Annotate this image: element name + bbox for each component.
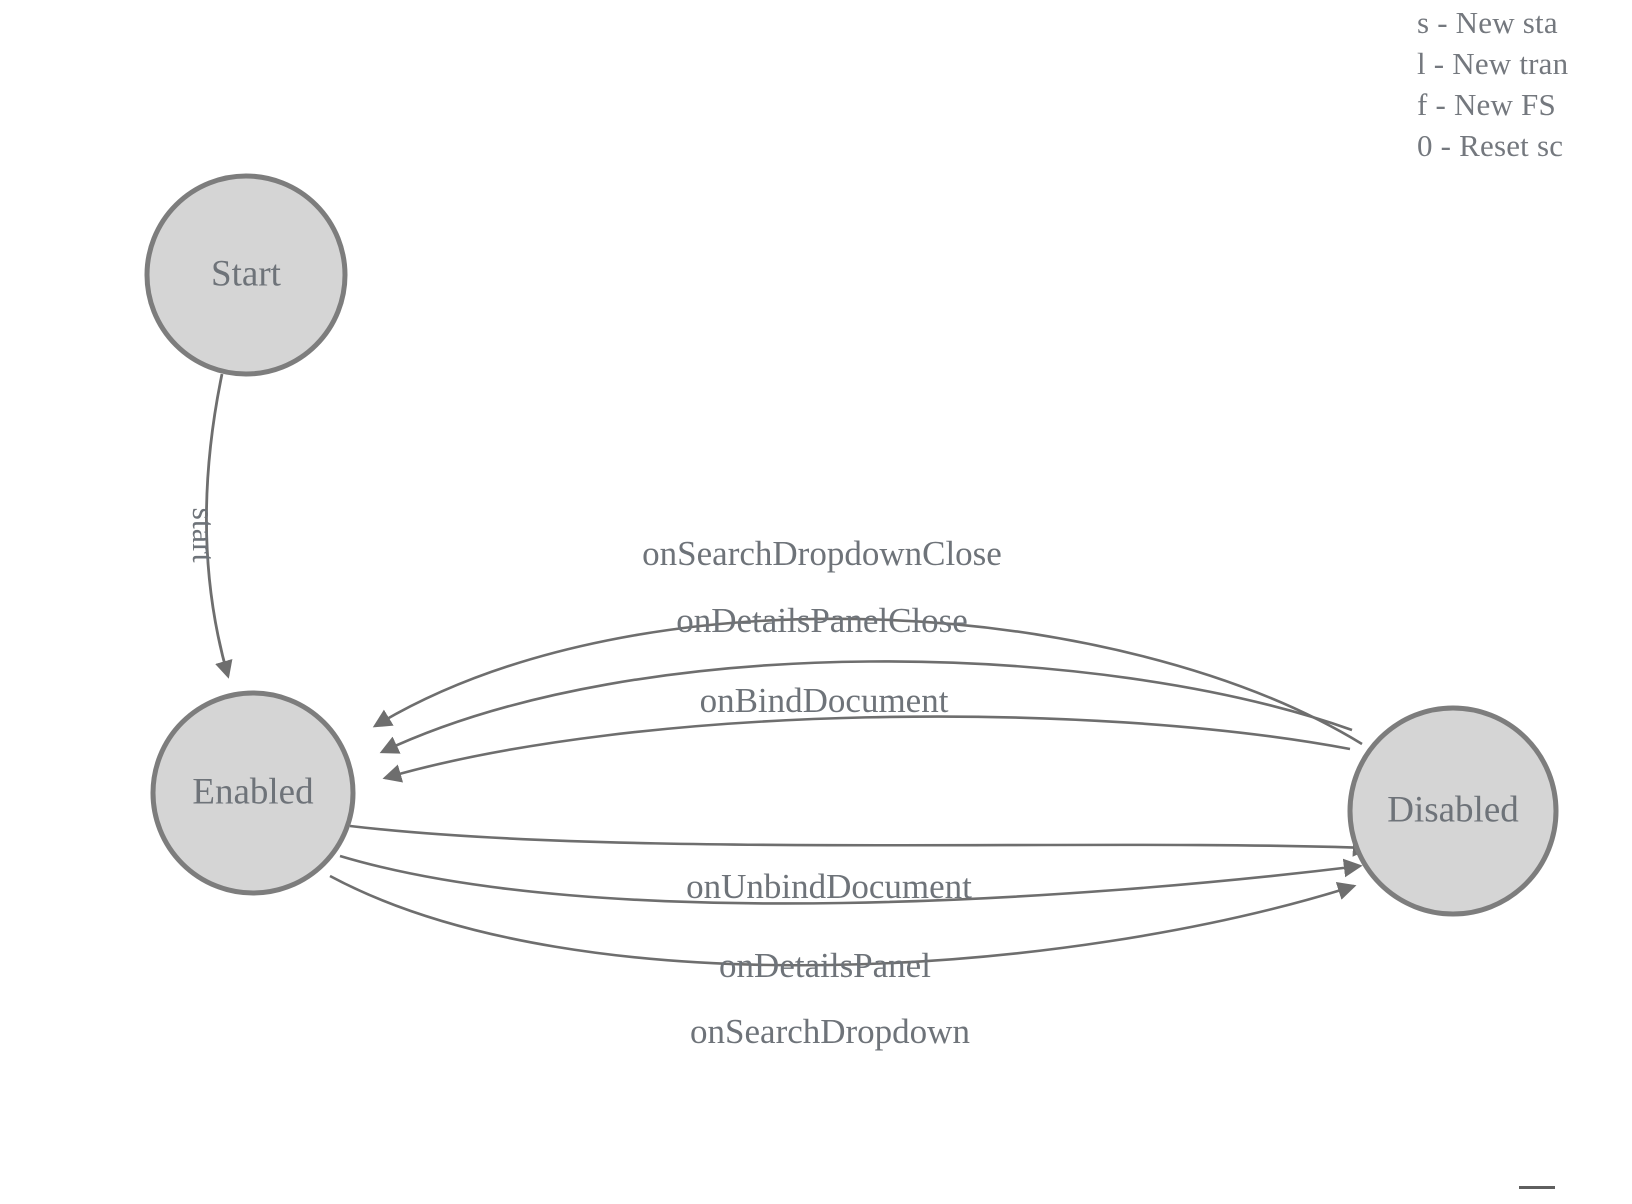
legend-line-reset-scale: 0 - Reset sc [1417,128,1564,163]
state-circle-disabled[interactable] [1347,705,1559,917]
state-label-enabled: Enabled [192,771,314,812]
keyboard-shortcut-legend: s - New sta l - New tran f - New FS 0 - … [1417,0,1632,166]
state-label-disabled: Disabled [1387,789,1519,830]
legend-line-new-transition: l - New tran [1417,46,1569,81]
state-node-disabled[interactable]: Disabled [1347,705,1559,917]
edge-group-enabled-to-disabled [329,824,1372,967]
edge-on-unbind-document[interactable] [349,824,1372,857]
state-label-start: Start [211,253,282,294]
bottom-edge-marker [1519,1186,1555,1189]
state-node-start[interactable]: Start [144,173,348,377]
legend-line-new-state: s - New sta [1417,5,1558,40]
edge-label-on-search-dropdown: onSearchDropdown [690,1012,970,1051]
edge-label-on-search-dropdown-close: onSearchDropdownClose [642,534,1002,573]
legend-line-new-fsm: f - New FS [1417,87,1556,122]
state-circle-enabled[interactable] [150,690,356,896]
edge-on-bind-document[interactable] [382,715,1351,783]
edge-start-to-enabled[interactable] [205,373,233,679]
edge-label-on-bind-document: onBindDocument [700,681,949,720]
edge-on-search-dropdown[interactable] [329,874,1357,967]
edge-on-details-panel[interactable] [339,854,1363,905]
state-circle-start[interactable] [144,173,348,377]
edge-label-on-details-panel: onDetailsPanel [719,946,931,985]
edge-on-search-dropdown-close[interactable] [372,617,1363,746]
edge-group-disabled-to-enabled [372,617,1363,783]
state-node-enabled[interactable]: Enabled [150,690,356,896]
edge-label-on-unbind-document: onUnbindDocument [686,867,972,906]
edge-label-start: start [186,507,222,562]
edge-label-on-details-panel-close: onDetailsPanelClose [676,601,968,640]
edge-on-details-panel-close[interactable] [379,660,1353,754]
